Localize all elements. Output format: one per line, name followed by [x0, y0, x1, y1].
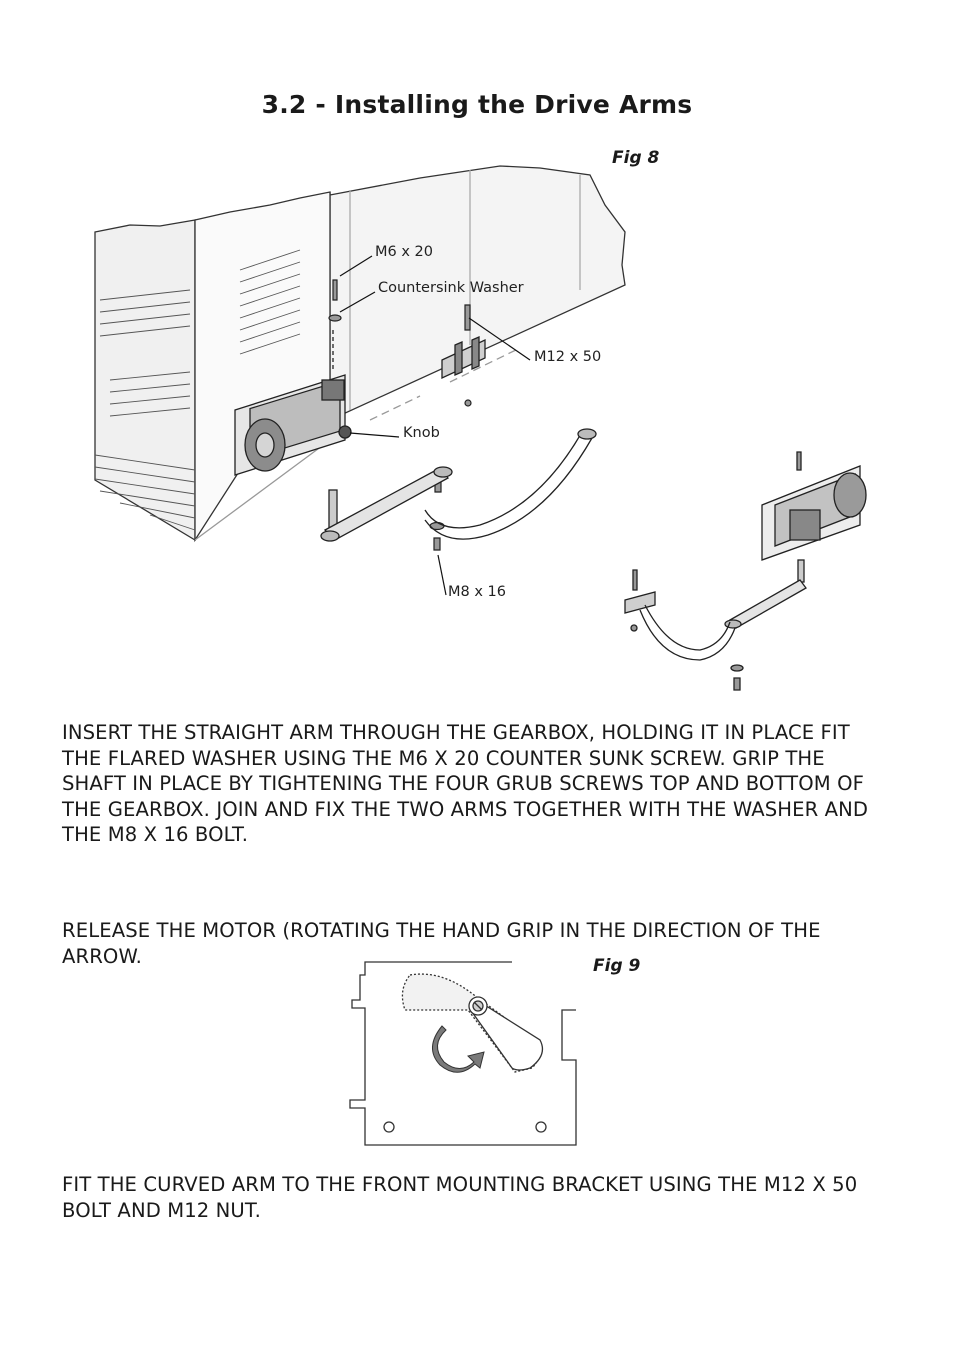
brick-pattern-side: [239, 249, 301, 355]
m6-screw-icon: [332, 279, 338, 301]
knob-callout: Knob: [403, 425, 440, 441]
hand-grip-lever: [401, 973, 544, 1073]
paragraph-insert-arm: INSERT THE STRAIGHT ARM THROUGH THE GEAR…: [62, 721, 869, 847]
back-wall: [329, 165, 626, 422]
m8-leader: [437, 554, 447, 596]
brick-pattern-front: [94, 289, 196, 531]
m12-nut-icon: [464, 399, 472, 407]
rotation-arrow-icon: [432, 1025, 485, 1073]
m12-bolt-icon: [464, 304, 471, 331]
fig8-label: Fig 8: [612, 148, 660, 168]
m12-callout: M12 x 50: [534, 349, 602, 365]
pillar-side: [194, 191, 331, 543]
countersink-washer-icon: [328, 314, 342, 322]
knob-leader: [349, 432, 400, 438]
gate-motor: [234, 374, 352, 476]
motor-casing-outline: [349, 961, 577, 1146]
fig9-label: Fig 9: [593, 956, 641, 976]
straight-arm: [320, 466, 453, 542]
m8-callout: M8 x 16: [448, 584, 506, 600]
second-motor-assembly: [624, 451, 867, 691]
washer-callout: Countersink Washer: [378, 280, 524, 296]
washer-leader: [339, 291, 376, 313]
curved-arm: [424, 428, 597, 540]
m6-leader: [339, 255, 373, 277]
paragraph-release-motor: RELEASE THE MOTOR (ROTATING THE HAND GRI…: [62, 919, 821, 968]
paragraph-fit-curved-arm: FIT THE CURVED ARM TO THE FRONT MOUNTING…: [62, 1173, 858, 1222]
page-title: 3.2 - Installing the Drive Arms: [261, 90, 693, 119]
front-mounting-bracket: [441, 336, 486, 380]
m12-leader: [468, 317, 531, 361]
m8-bolt-icon: [433, 537, 441, 551]
m6-callout: M6 x 20: [375, 244, 433, 260]
fig8-illustration: [94, 165, 867, 691]
knob-icon: [338, 425, 352, 439]
